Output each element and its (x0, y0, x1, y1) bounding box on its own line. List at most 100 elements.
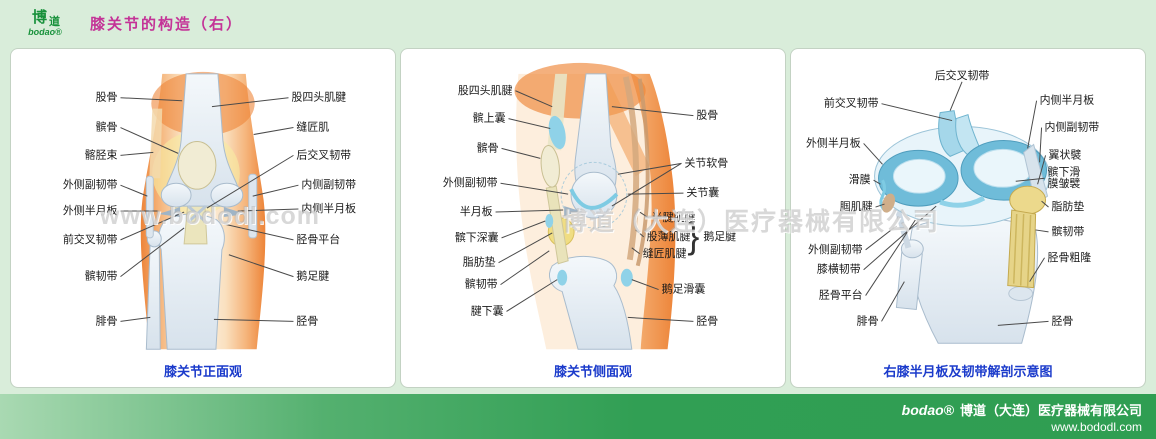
leader-line (252, 184, 299, 197)
leader-line (506, 279, 558, 312)
femur-condyle-medial (210, 182, 244, 208)
leader-line (863, 205, 937, 271)
meniscus-anatomy-illustration: 后交叉韧带前交叉韧带外侧半月板滑膜腘肌腱外侧副韧带膝横韧带胫骨平台腓骨内侧半月板… (806, 68, 1099, 344)
patella-shape (177, 140, 217, 190)
anatomy-label: 后交叉韧带 (935, 68, 990, 82)
joint-capsule-shape (560, 161, 628, 229)
leader-line (500, 182, 569, 195)
anatomy-label: 内侧半月板 (301, 201, 356, 215)
leader-line (631, 279, 659, 291)
anatomy-label: 髌骨 (96, 120, 118, 134)
leader-line (1041, 200, 1049, 208)
leader-line (635, 229, 645, 238)
meniscus-anatomy-labels: 后交叉韧带前交叉韧带外侧半月板滑膜腘肌腱外侧副韧带膝横韧带胫骨平台腓骨内侧半月板… (806, 68, 1099, 328)
anatomy-label: 腘肌腱 (840, 200, 873, 213)
leader-line (617, 162, 682, 175)
caption-side-view: 膝关节侧面观 (553, 364, 632, 379)
leader-line (223, 223, 294, 241)
leader-line (881, 281, 905, 322)
footer-company: 博道（大连）医疗器械有限公司 (959, 402, 1142, 418)
anatomy-label: 外侧半月板 (806, 135, 861, 149)
leader-line (228, 254, 294, 278)
side-view-illustration: 股四头肌腱髌上囊髌骨外侧副韧带半月板髌下深囊脂肪垫髌韧带腱下囊股骨关节软骨关节囊… (443, 62, 736, 350)
lateral-condyle-surface (892, 158, 946, 194)
leader-line (1037, 155, 1047, 185)
popliteus-tendon-shape (881, 193, 896, 213)
leader-line (515, 90, 553, 108)
articular-cartilage-shape (569, 188, 619, 210)
front-view-labels: 股骨髌骨髂胫束外侧副韧带外侧半月板前交叉韧带髌韧带腓骨股四头肌腱缝匠肌后交叉韧带… (63, 91, 356, 328)
anatomy-label: 滑膜 (849, 173, 871, 186)
anatomy-label: 内侧副韧带 (1045, 120, 1100, 134)
leg-side-art (514, 62, 676, 350)
leader-line (627, 316, 694, 322)
subtendinous-bursa-shape (557, 269, 568, 286)
anatomy-label: 半月板 (460, 204, 493, 218)
lateral-meniscus-shape (158, 207, 181, 218)
logo-char-bo: 博 (31, 8, 47, 26)
deep-infrapatellar-bursa-shape (545, 214, 554, 228)
leader-line (1039, 127, 1043, 163)
anatomy-label: 胫骨 (296, 314, 318, 327)
hamstring-tendon-shape-2 (635, 78, 650, 267)
patellar-ligament-hatch (1012, 213, 1032, 287)
anatomy-label: 股骨 (96, 91, 118, 104)
meniscus-shape (564, 206, 581, 217)
anatomy-label: 前交叉韧带 (63, 232, 118, 246)
synovium-shape (879, 179, 886, 212)
leader-line (865, 225, 897, 251)
leader-line (639, 211, 649, 219)
bodao-logo: 博道 bodao® (16, 10, 74, 37)
leader-line (1015, 177, 1045, 182)
panel-side-view: 股四头肌腱髌上囊髌骨外侧副韧带半月板髌下深囊脂肪垫髌韧带腱下囊股骨关节软骨关节囊… (400, 48, 786, 388)
leader-line (495, 209, 564, 213)
leader-line (120, 184, 148, 197)
anatomy-label: 股四头肌腱 (291, 91, 346, 104)
panel-front-view: 股骨髌骨髂胫束外侧副韧带外侧半月板前交叉韧带髌韧带腓骨股四头肌腱缝匠肌后交叉韧带… (10, 48, 396, 388)
medial-meniscus-shape (223, 207, 246, 218)
anatomy-label: 腓骨 (857, 314, 879, 327)
tibial-tuberosity-shape (1008, 286, 1034, 302)
anatomy-label: 膝横韧带 (817, 262, 861, 276)
anatomy-label: 腱下囊 (471, 303, 504, 317)
leader-line (508, 118, 551, 130)
leader-line (501, 147, 541, 159)
anatomy-label: 缝匠肌 (296, 120, 329, 134)
leader-line (213, 318, 294, 322)
patella-shape (540, 145, 560, 188)
tibia-shape (549, 255, 633, 350)
anatomy-label: 股骨 (696, 109, 718, 122)
side-view-labels: 股四头肌腱髌上囊髌骨外侧副韧带半月板髌下深囊脂肪垫髌韧带腱下囊股骨关节软骨关节囊… (443, 84, 736, 328)
leader-line (206, 154, 294, 209)
footer-brand: bodao® (901, 401, 954, 418)
footer-bar: bodao®博道（大连）医疗器械有限公司 www.bododl.com (0, 394, 1156, 439)
leader-line (120, 227, 185, 278)
fat-pad-shape (1009, 185, 1047, 215)
logo-char-dao: 道 (49, 15, 60, 28)
anatomy-label: 外侧副韧带 (443, 176, 498, 189)
anatomy-label: 髌韧带 (85, 269, 118, 283)
anatomy-label: 关节软骨 (684, 155, 728, 169)
leader-line (498, 232, 553, 264)
anatomy-label: 腓骨 (96, 314, 118, 327)
anatomy-label: 缝匠肌腱 (643, 246, 687, 260)
caption-front-view: 膝关节正面观 (163, 364, 242, 379)
anatomy-label: 髌韧带 (465, 277, 498, 291)
lcl-shape (145, 175, 154, 239)
leader-line (611, 106, 694, 117)
meniscus-art (874, 110, 1051, 344)
anatomy-label: } (687, 216, 699, 256)
leader-line (211, 97, 289, 108)
anatomy-label: 胫骨粗隆 (1048, 250, 1092, 264)
anatomy-label: 内侧副韧带 (301, 177, 356, 191)
anatomy-label: 前交叉韧带 (824, 96, 879, 110)
anatomy-label: 股四头肌腱 (458, 84, 513, 97)
anatomy-label: 髂胫束 (85, 147, 118, 161)
leader-line (253, 127, 294, 135)
posterior-muscle-shape (630, 73, 676, 350)
mcl-shape (248, 173, 258, 239)
leader-line (120, 316, 151, 322)
leader-line (120, 127, 179, 154)
pes-anserinus-bursa-shape (620, 268, 633, 287)
